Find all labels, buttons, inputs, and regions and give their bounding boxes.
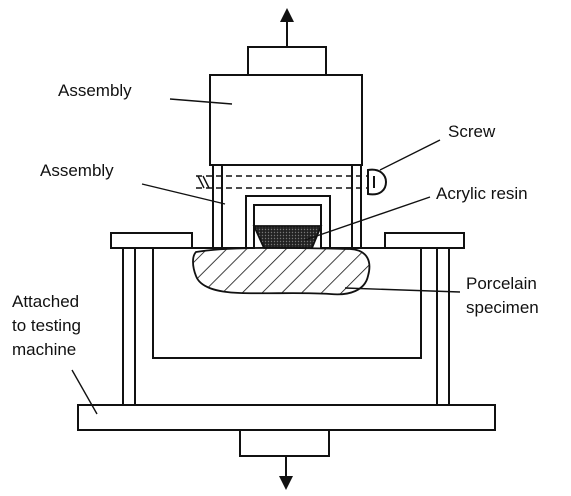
label-screw: Screw	[448, 122, 496, 141]
right-top-plate	[384, 232, 465, 249]
base-plate	[77, 404, 496, 431]
label-attached-line2: to testing	[12, 316, 81, 335]
label-assembly-upper: Assembly	[58, 81, 132, 100]
label-attached-line3: machine	[12, 340, 76, 359]
inner-cup	[152, 248, 422, 359]
label-porcelain-line1: Porcelain	[466, 274, 537, 293]
upper-assembly-block	[209, 74, 363, 166]
leader-lines	[71, 98, 461, 415]
acrylic-resin-block	[252, 225, 323, 249]
porcelain-specimen	[192, 246, 371, 296]
screw-thread-mark	[197, 175, 210, 189]
top-arrow-icon	[280, 8, 294, 47]
label-acrylic-resin: Acrylic resin	[436, 184, 528, 203]
label-porcelain-line2: specimen	[466, 298, 539, 317]
lower-assembly-inner	[221, 165, 353, 248]
bottom-grip	[239, 429, 330, 457]
bottom-arrow-icon	[279, 456, 293, 490]
label-attached-line1: Attached	[12, 292, 79, 311]
screw-head-icon	[367, 168, 388, 196]
lower-assembly-u	[212, 165, 362, 249]
left-top-plate	[110, 232, 193, 249]
holder-frame	[122, 247, 450, 405]
label-assembly-lower: Assembly	[40, 161, 114, 180]
top-grip	[247, 46, 327, 76]
